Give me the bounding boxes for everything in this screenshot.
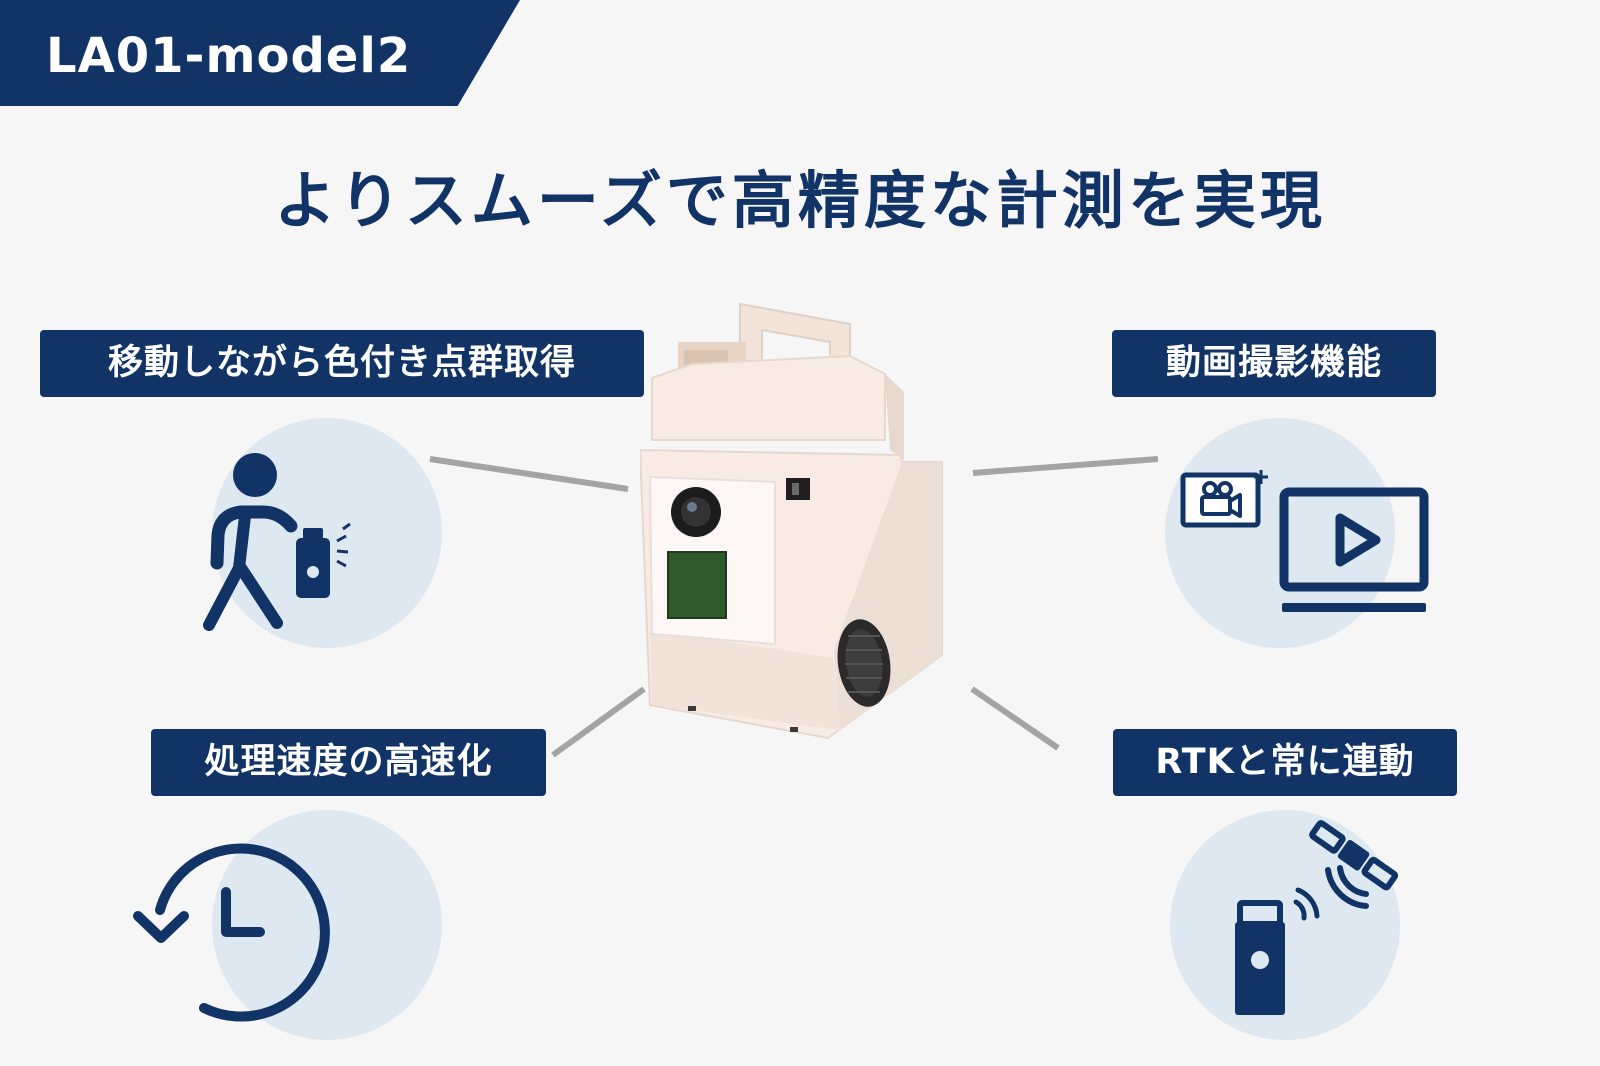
model-name: LA01-model2 bbox=[46, 28, 412, 84]
connector-line-top-right bbox=[972, 456, 1159, 476]
connector-line-bottom-right bbox=[970, 686, 1060, 751]
device-illustration bbox=[640, 302, 943, 740]
model-banner bbox=[0, 0, 520, 106]
walking-person-with-scanner-icon bbox=[203, 453, 351, 631]
feature-label-faster-processing: 処理速度の高速化 bbox=[151, 729, 546, 796]
video-recording-icon bbox=[1180, 470, 1429, 612]
feature-label-video-recording: 動画撮影機能 bbox=[1112, 330, 1436, 397]
feature-label-colored-point-cloud: 移動しながら色付き点群取得 bbox=[40, 330, 644, 397]
connector-line-top-left bbox=[429, 456, 629, 492]
feature-label-rtk-linked: RTKと常に連動 bbox=[1113, 729, 1457, 796]
headline: よりスムーズで高精度な計測を実現 bbox=[274, 164, 1326, 237]
connector-line-bottom-left bbox=[551, 686, 646, 758]
clock-rewind-icon bbox=[133, 843, 330, 1022]
rtk-satellite-receiver-icon bbox=[1235, 820, 1399, 1015]
